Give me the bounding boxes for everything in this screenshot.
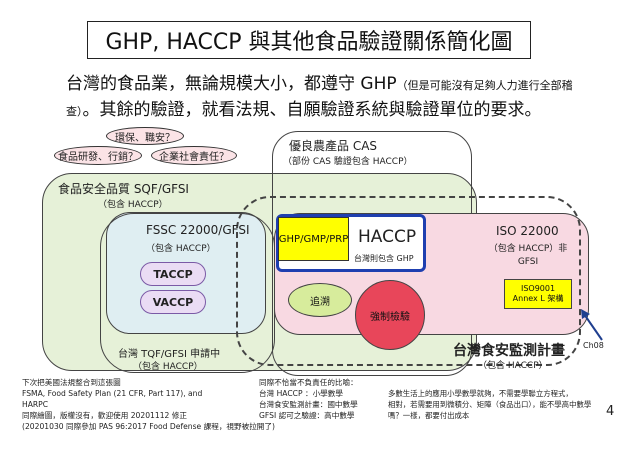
tw-monitor-zone bbox=[236, 196, 581, 366]
note-right-line: 嗎？一樣，都要付出成本 bbox=[388, 411, 470, 420]
notes-right: 多數生活上的應用小學數學就夠，不需要學聯立方程式， 相對，若需要用到微積分、矩陣… bbox=[388, 388, 591, 421]
haccp-title: HACCP bbox=[358, 227, 417, 247]
vaccp-label: VACCP bbox=[152, 295, 194, 309]
cloud-csr-label: 企業社會責任？ bbox=[159, 152, 229, 163]
note-left-line: 同際繪圖，版權沒有，歡迎使用 20201112 修正 bbox=[22, 411, 187, 420]
cloud-rnd-label: 食品研發、行銷？ bbox=[58, 152, 138, 163]
ch08-label: Ch08 bbox=[583, 341, 604, 350]
iso22000-sub: （包含 HACCP）非 GFSI bbox=[488, 244, 568, 267]
cas-title: 優良農產品 CAS bbox=[289, 139, 378, 153]
intro-part1: 台灣的食品業，無論規模大小，都遵守 GHP bbox=[66, 74, 397, 94]
note-middle-line: GFSI 認可之驗證：高中數學 bbox=[259, 411, 355, 420]
taccp-pill: TACCP bbox=[140, 262, 206, 286]
tqf-sub: （包含 HACCP） bbox=[133, 362, 203, 372]
iso9001-box: ISO9001 Annex L 架構 bbox=[504, 279, 572, 309]
iso22000-title: ISO 22000 bbox=[496, 224, 559, 238]
ghp-box: GHP/GMP/PRP bbox=[278, 217, 349, 261]
iso9001-line2: Annex L 架構 bbox=[512, 294, 564, 303]
cloud-rnd-marketing: 食品研發、行銷？ bbox=[54, 146, 142, 165]
tqf-title: 台灣 TQF/GFSI 申請中 bbox=[118, 349, 221, 360]
title-text: GHP, HACCP 與其他食品驗證關係簡化圖 bbox=[105, 30, 513, 55]
inspection-circle: 強制檢驗 bbox=[355, 280, 425, 350]
page-title: GHP, HACCP 與其他食品驗證關係簡化圖 bbox=[87, 21, 531, 59]
intro-part2: 。其餘的驗證，就看法規、自願驗證系統與驗證單位的要求。 bbox=[82, 100, 542, 120]
sqf-sub: （包含 HACCP） bbox=[98, 200, 168, 210]
cas-sub: （部份 CAS 驗證包含 HACCP） bbox=[283, 157, 413, 167]
intro-aside: （但是可能沒有足夠人力進行全部稽查） bbox=[66, 79, 573, 118]
note-middle-line: 台灣食安監測計畫：國中數學 bbox=[259, 400, 358, 409]
fssc-sub: （包含 HACCP） bbox=[146, 244, 216, 254]
intro-text: 台灣的食品業，無論規模大小，都遵守 GHP（但是可能沒有足夠人力進行全部稽查）。… bbox=[66, 72, 606, 124]
fssc-title: FSSC 22000/GFSI bbox=[146, 223, 250, 237]
note-right-line: 相對，若需要用到微積分、矩陣（食品出口），能不學高中數學 bbox=[388, 400, 592, 409]
tw-monitor-sub: （包含 HACCP） bbox=[478, 361, 548, 371]
vaccp-pill: VACCP bbox=[140, 290, 206, 314]
ghp-label: GHP/GMP/PRP bbox=[278, 233, 349, 245]
note-left-line: 下次把美國法規整合到這張圖 bbox=[22, 378, 121, 387]
note-left-line: (20201030 同際參加 PAS 96:2017 Food Defense … bbox=[22, 422, 275, 431]
haccp-sub: 台灣則包含 GHP bbox=[354, 254, 414, 263]
note-right-line: 多數生活上的應用小學數學就夠，不需要學聯立方程式， bbox=[388, 389, 573, 398]
ch08-arrow-icon bbox=[581, 309, 603, 341]
cloud-environment-safety: 環保、職安？ bbox=[106, 127, 184, 145]
iso9001-line1: ISO9001 bbox=[520, 284, 556, 293]
traceability-label: 追溯 bbox=[310, 296, 330, 308]
notes-middle: 同際不恰當不負責任的比喻： 台灣 HACCP ：小學數學 台灣食安監測計畫：國中… bbox=[259, 377, 358, 421]
taccp-label: TACCP bbox=[153, 267, 193, 281]
tw-monitor-title: 台灣食安監測計畫 bbox=[453, 343, 565, 359]
notes-left: 下次把美國法規整合到這張圖 FSMA, Food Safety Plan (21… bbox=[22, 377, 275, 432]
cloud-csr: 企業社會責任？ bbox=[151, 146, 237, 165]
note-left-line: HARPC bbox=[22, 400, 49, 409]
note-middle-line: 台灣 HACCP ：小學數學 bbox=[259, 389, 343, 398]
sqf-title: 食品安全品質 SQF/GFSI bbox=[58, 182, 189, 196]
note-middle-line: 同際不恰當不負責任的比喻： bbox=[259, 378, 358, 387]
inspection-label: 強制檢驗 bbox=[370, 311, 410, 323]
cloud-environment-label: 環保、職安？ bbox=[115, 132, 175, 144]
page-number: 4 bbox=[606, 404, 615, 419]
traceability-ellipse: 追溯 bbox=[288, 283, 352, 317]
note-left-line: FSMA, Food Safety Plan (21 CFR, Part 117… bbox=[22, 389, 203, 398]
